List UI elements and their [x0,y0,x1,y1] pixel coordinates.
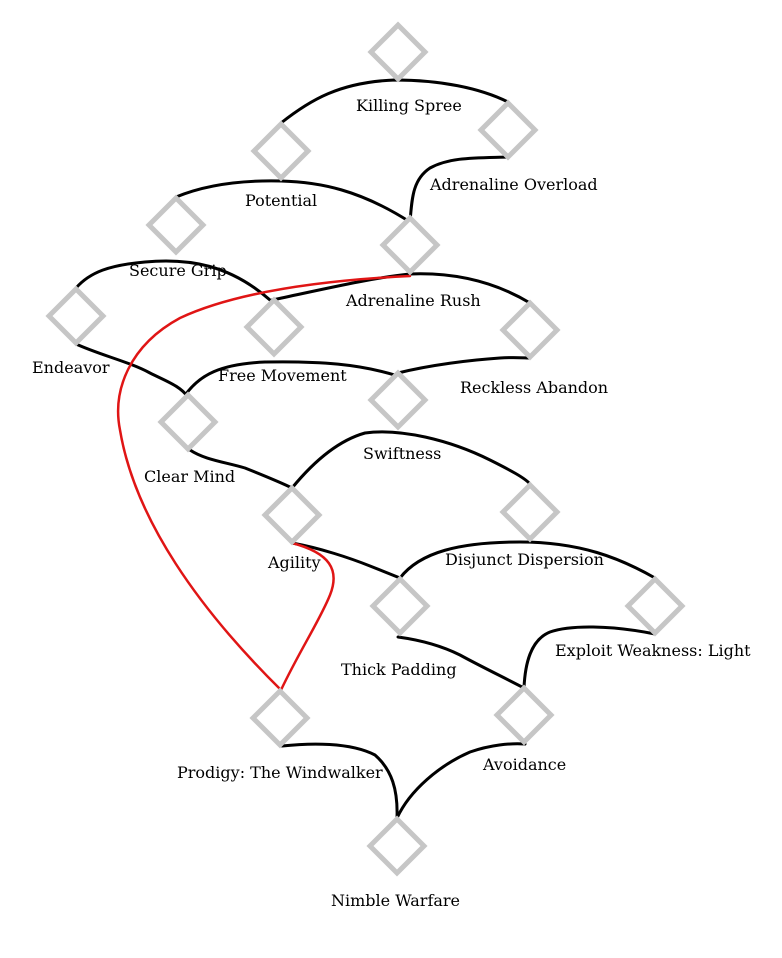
skill-nodes [45,21,686,877]
label-avoidance: Avoidance [483,755,567,774]
label-endeavor: Endeavor [32,358,110,377]
label-agility: Agility [268,553,321,572]
label-exploit-weakness-light: Exploit Weakness: Light [555,641,751,660]
label-reckless-abandon: Reckless Abandon [460,378,609,397]
connector-avoidance [395,742,527,820]
skill-node-avoidance[interactable] [493,684,555,746]
label-swiftness: Swiftness [363,444,442,463]
label-potential: Potential [245,191,318,210]
skill-node-adrenaline-rush[interactable] [243,296,305,358]
skill-node-prodigy-the-windwalker[interactable] [249,687,311,749]
connector-adrenaline-overload [408,155,510,224]
label-prodigy-the-windwalker: Prodigy: The Windwalker [177,763,383,782]
connector-thick-padding [396,635,526,690]
highlight-path [116,274,412,693]
skill-node-clear-mind[interactable] [157,391,219,453]
connector-disjunct-dispersion [398,540,657,580]
label-adrenaline-rush: Adrenaline Rush [346,291,481,310]
skill-node-secure-grip[interactable] [45,285,107,347]
skill-node-killing-spree[interactable] [250,120,312,182]
label-killing-spree: Killing Spree [356,96,462,115]
skill-node-potential[interactable] [145,194,207,256]
skill-node-adrenaline-rush-right[interactable] [499,299,561,361]
label-secure-grip: Secure Grip [129,261,227,280]
skill-node-disjunct-dispersion[interactable] [369,575,431,637]
connector-secure-grip [74,259,272,302]
label-nimble-warfare: Nimble Warfare [331,891,461,910]
skill-node-swiftness-right[interactable] [499,481,561,543]
connector-exploit-weakness [522,625,657,690]
label-adrenaline-overload: Adrenaline Overload [430,175,598,194]
label-disjunct-dispersion: Disjunct Dispersion [445,550,604,569]
connector-free-movement [184,360,400,396]
skill-node-adrenaline-overload[interactable] [379,214,441,276]
skill-node-free-movement[interactable] [367,369,429,431]
skill-node-swiftness[interactable] [261,484,323,546]
connector-clear-mind [188,448,294,490]
label-clear-mind: Clear Mind [144,467,236,486]
label-thick-padding: Thick Padding [341,660,457,679]
skill-node-top[interactable] [367,21,429,83]
skill-node-killing-spree-right[interactable] [477,99,539,161]
connector-endeavor [74,342,190,399]
connector-prodigy [280,742,399,820]
connector-reckless-abandon [396,356,532,375]
label-free-movement: Free Movement [218,366,347,385]
connector-agility [290,541,402,580]
connector-swiftness [290,430,532,490]
skill-node-nimble-warfare[interactable] [366,815,428,877]
connector-killing-spree [279,78,510,125]
skill-node-exploit-weakness-light[interactable] [624,575,686,637]
